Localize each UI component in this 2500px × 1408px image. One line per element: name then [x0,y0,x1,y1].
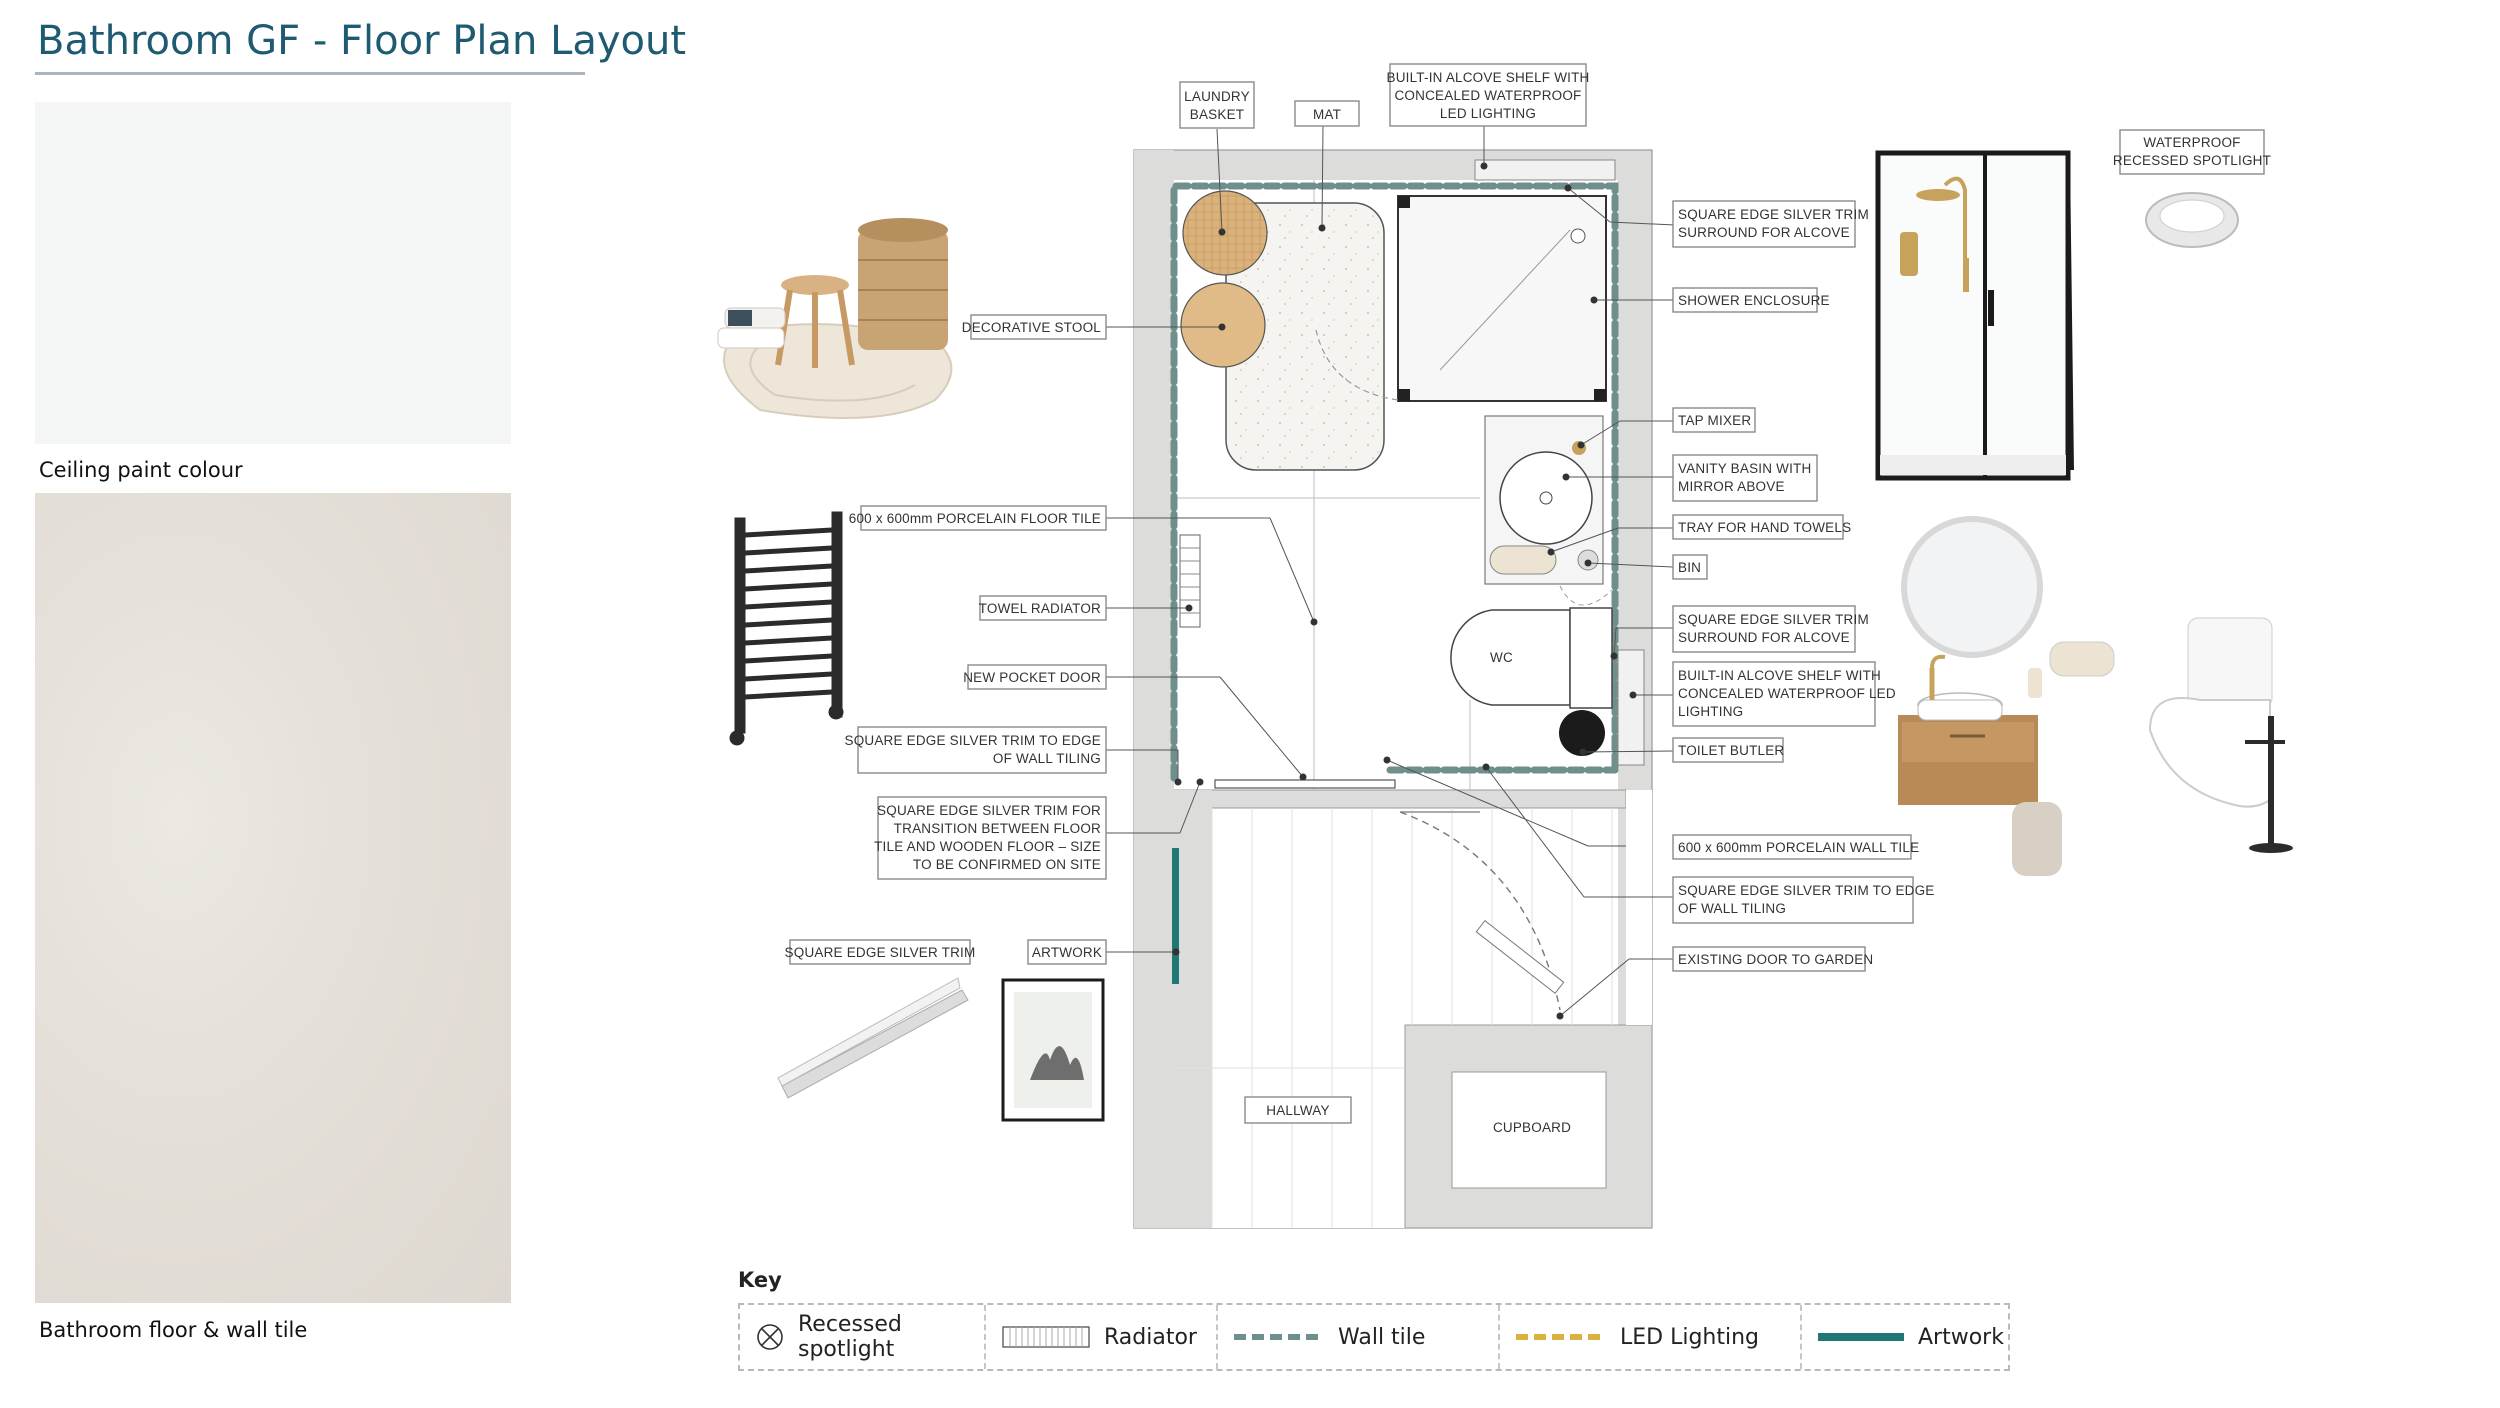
leader-lines [1106,124,1676,1017]
room-label-wc: WC [1490,650,1513,665]
key-item-radiator: Radiator [986,1305,1218,1369]
key-label-artwork: Artwork [1918,1324,2004,1350]
key-item-led: LED Lighting [1500,1305,1802,1369]
pocket-door [1214,779,1396,789]
silver-trim-product-image [777,977,969,1099]
leader-dots [1172,162,1637,1020]
label-toilet-butler: TOILET BUTLER [1678,743,1784,758]
label-spotlight-1: WATERPROOF [2143,135,2240,150]
label-trim-alcove-2b: SURROUND FOR ALCOVE [1678,630,1850,645]
label-trim-edge-left-1: SQUARE EDGE SILVER TRIM TO EDGE [844,733,1101,748]
key-label-led: LED Lighting [1620,1324,1760,1350]
label-trim-transition-4: TO BE CONFIRMED ON SITE [913,857,1101,872]
label-shower: SHOWER ENCLOSURE [1678,293,1830,308]
key-title: Key [738,1268,782,1292]
label-tap-mixer: TAP MIXER [1678,413,1751,428]
label-towel-radiator: TOWEL RADIATOR [979,601,1101,616]
label-laundry-basket-2: BASKET [1190,107,1244,122]
key-label-wall-tile: Wall tile [1338,1324,1426,1350]
led-lighting-icon [1516,1332,1606,1342]
label-vanity-1: VANITY BASIN WITH [1678,461,1811,476]
label-wall-tile: 600 x 600mm PORCELAIN WALL TILE [1678,840,1919,855]
alcove-shelf-right [1617,649,1645,766]
wall-tile-icon [1234,1332,1324,1342]
shower-enclosure [1315,195,1607,402]
spotlight-product-image [2145,192,2239,248]
label-alcove-top-2: CONCEALED WATERPROOF [1394,88,1581,103]
label-tray: TRAY FOR HAND TOWELS [1678,520,1851,535]
toilet-butler [1559,710,1605,756]
label-floor-tile: 600 x 600mm PORCELAIN FLOOR TILE [849,511,1101,526]
wc-product-image [2148,617,2293,853]
label-bin: BIN [1678,560,1701,575]
key-item-wall-tile: Wall tile [1218,1305,1500,1369]
key-legend: Recessed spotlight Radiator Wall tile LE… [738,1303,2010,1371]
room-label-cupboard: CUPBOARD [1493,1120,1571,1135]
ceiling-paint-label: Ceiling paint colour [39,458,243,482]
room-label-hallway: HALLWAY [1266,1103,1329,1118]
label-pocket-door: NEW POCKET DOOR [963,670,1101,685]
towel-radiator [1179,534,1201,628]
alcove-shelf-top [1474,159,1616,181]
page-title: Bathroom GF - Floor Plan Layout [37,18,687,64]
artwork-marker [1172,848,1179,984]
garden-door-swing [1399,811,1565,1011]
radiator-icon [1002,1326,1090,1348]
shower-product-image [1875,150,2074,481]
label-laundry-basket-1: LAUNDRY [1184,89,1250,104]
label-alcove-top-1: BUILT-IN ALCOVE SHELF WITH [1387,70,1590,85]
key-label-radiator: Radiator [1104,1324,1197,1350]
label-alcove-right-1: BUILT-IN ALCOVE SHELF WITH [1678,668,1881,683]
key-item-spotlight: Recessed spotlight [740,1305,986,1369]
label-trim-product: SQUARE EDGE SILVER TRIM [785,945,976,960]
label-alcove-top-3: LED LIGHTING [1440,106,1536,121]
label-artwork: ARTWORK [1032,945,1102,960]
label-trim-edge-left-2: OF WALL TILING [993,751,1101,766]
vanity-product-image [1898,516,2115,876]
label-garden-door: EXISTING DOOR TO GARDEN [1678,952,1873,967]
label-trim-alcove-1a: SQUARE EDGE SILVER TRIM [1678,207,1869,222]
key-item-artwork: Artwork [1802,1305,2008,1369]
label-trim-alcove-2a: SQUARE EDGE SILVER TRIM [1678,612,1869,627]
label-trim-edge-right-1: SQUARE EDGE SILVER TRIM TO EDGE [1678,883,1935,898]
stool-basket-product-image [717,218,953,419]
label-decorative-stool: DECORATIVE STOOL [962,320,1102,335]
label-trim-transition-2: TRANSITION BETWEEN FLOOR [894,821,1101,836]
floor-wall-tile-label: Bathroom floor & wall tile [39,1318,308,1342]
ceiling-paint-swatch [35,102,511,444]
hallway-floorboards [1172,808,1613,1228]
recessed-spotlight-icon [756,1323,784,1351]
label-mat: MAT [1313,107,1341,122]
wall-tile-outline [1170,182,1619,782]
label-trim-alcove-1b: SURROUND FOR ALCOVE [1678,225,1850,240]
label-alcove-right-3: LIGHTING [1678,704,1743,719]
key-label-spotlight: Recessed spotlight [798,1312,902,1362]
title-underline [35,72,585,75]
floor-wall-tile-swatch [35,493,511,1303]
label-alcove-right-2: CONCEALED WATERPROOF LED [1678,686,1896,701]
towel-radiator-product-image [729,511,844,746]
label-trim-transition-1: SQUARE EDGE SILVER TRIM FOR [877,803,1101,818]
wc [1450,607,1613,709]
artwork-product-image [1001,978,1105,1122]
label-trim-transition-3: TILE AND WOODEN FLOOR – SIZE [874,839,1101,854]
label-spotlight-2: RECESSED SPOTLIGHT [2113,153,2271,168]
label-trim-edge-right-2: OF WALL TILING [1678,901,1786,916]
artwork-icon [1818,1331,1904,1343]
vanity-basin [1484,415,1613,606]
label-vanity-2: MIRROR ABOVE [1678,479,1785,494]
